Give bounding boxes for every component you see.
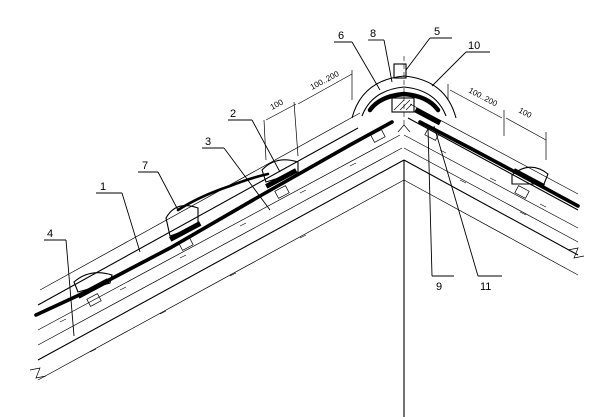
label-9: 9 (436, 281, 442, 293)
membrane-strip-left (34, 120, 394, 317)
dim-right-100-200: 100..200 (467, 86, 499, 109)
dim-left-100: 100 (269, 97, 285, 111)
ridge-clip (393, 63, 407, 79)
leader-lines (44, 37, 502, 337)
label-2: 2 (230, 108, 236, 120)
ridge-batten (391, 97, 415, 113)
label-6: 6 (338, 30, 344, 42)
dimension-lines (263, 70, 547, 161)
label-1: 1 (100, 181, 106, 193)
dim-left-100-200: 100..200 (309, 69, 341, 92)
left-roof-slope (34, 112, 405, 381)
ridge-apex (397, 124, 411, 417)
tile-clamp-3 (261, 159, 299, 199)
label-10: 10 (468, 40, 480, 52)
label-8: 8 (370, 28, 376, 40)
dim-right-100: 100 (517, 106, 533, 120)
label-11: 11 (480, 281, 491, 293)
tile-clamp-1 (73, 272, 113, 307)
tile-clamp-right (511, 166, 549, 199)
ridge-cap (351, 56, 457, 128)
tile-clamp-4 (370, 129, 386, 143)
label-5: 5 (434, 26, 440, 38)
label-3: 3 (205, 136, 211, 148)
break-marks (29, 247, 585, 379)
label-7: 7 (142, 160, 148, 172)
membrane-strip-right (418, 120, 580, 208)
flexible-connector-strip (176, 172, 270, 212)
tile-clamp-2 (165, 205, 202, 251)
label-4: 4 (47, 228, 53, 240)
